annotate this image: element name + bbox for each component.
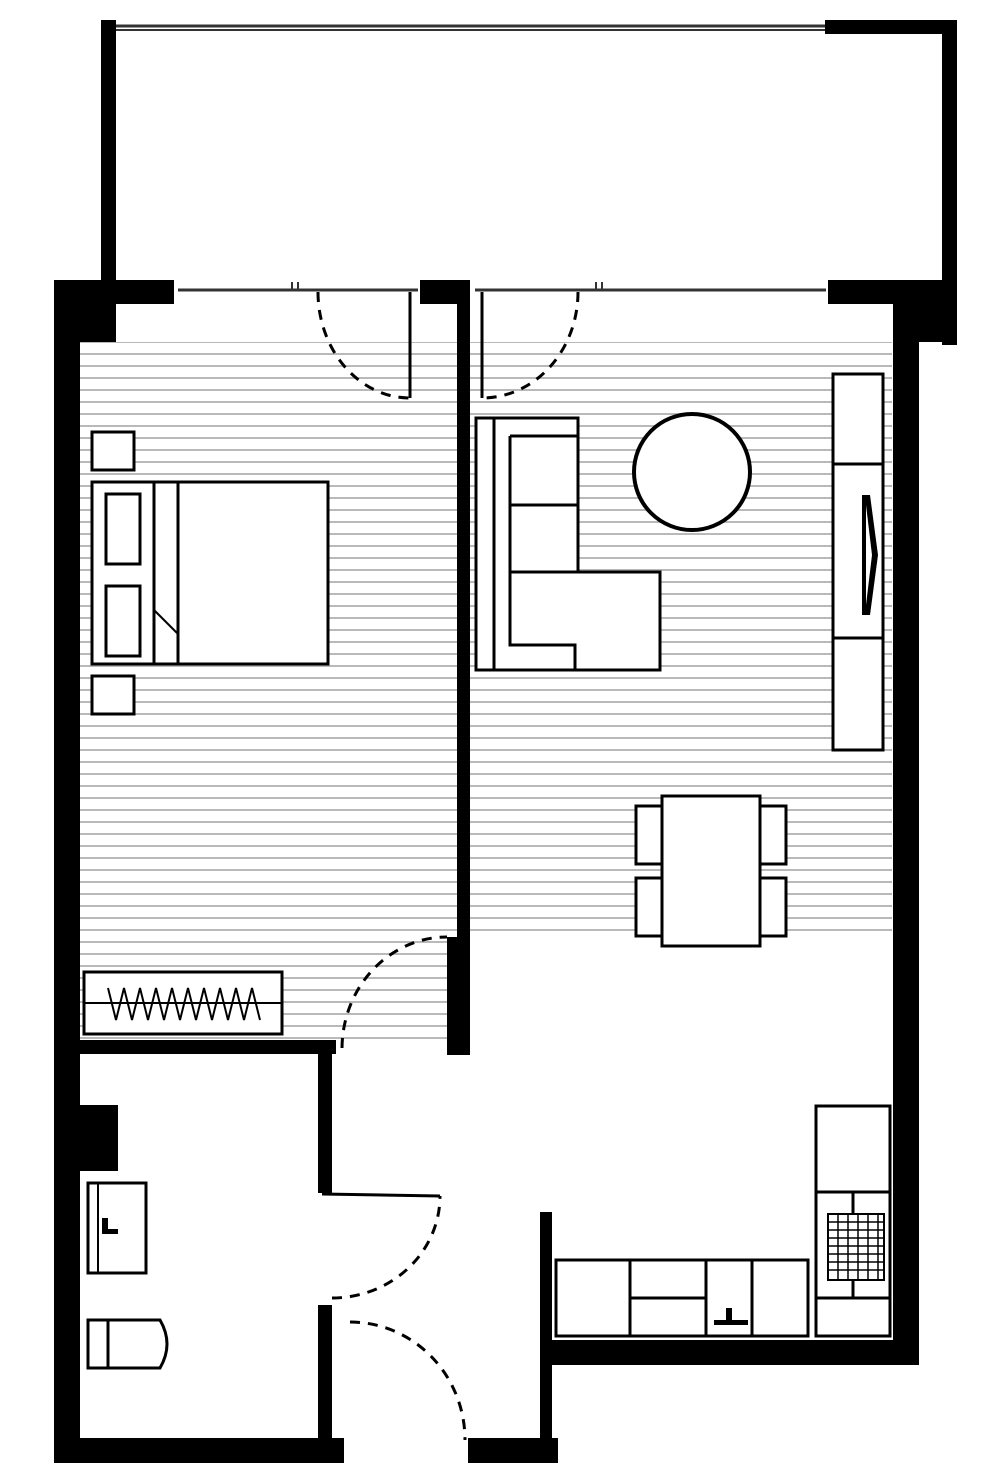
bedside-table-bottom	[90, 674, 136, 716]
kitchen-counter	[554, 1258, 892, 1338]
walls	[54, 280, 957, 1463]
door-swings	[316, 291, 580, 1441]
sofa	[474, 416, 662, 672]
wardrobe	[82, 970, 284, 1036]
kitchen-sink	[714, 1308, 748, 1325]
bed	[90, 480, 330, 666]
dining-chairs	[634, 804, 788, 938]
balcony	[101, 20, 957, 345]
toilet	[86, 1318, 169, 1370]
dining-table	[660, 794, 762, 948]
fridge	[814, 1104, 892, 1194]
bedside-table-top	[90, 430, 136, 472]
round-table	[632, 412, 752, 532]
vanity	[86, 1181, 148, 1275]
bedroom-floor	[80, 342, 457, 1040]
cooktop	[814, 1190, 892, 1300]
glazing	[178, 282, 826, 292]
